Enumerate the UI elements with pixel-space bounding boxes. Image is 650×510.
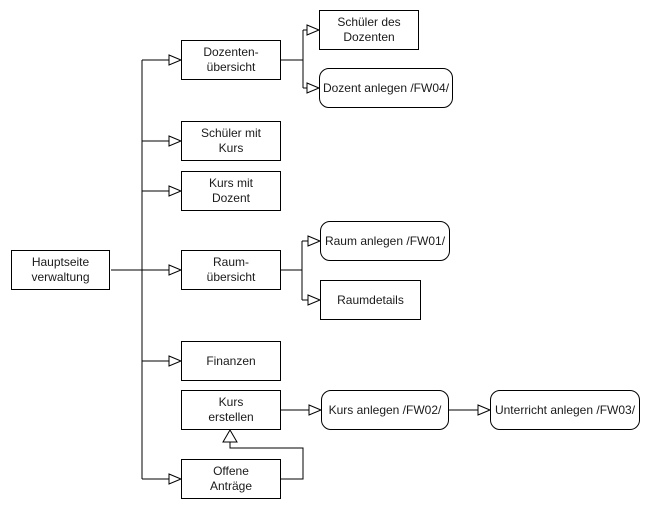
edge-dozenten-fanout: [281, 29, 307, 89]
arrowhead-kurs-mit-dozent: [168, 185, 183, 197]
edge-offene-kurs-erstellen: [229, 442, 304, 480]
node-hauptseite-verwaltung: Hauptseite verwaltung: [11, 250, 110, 290]
arrowhead-schueler-des-dozenten: [306, 24, 321, 36]
arrowhead-raum-anlegen: [307, 235, 322, 247]
node-schueler-des-dozenten: Schüler des Dozenten: [319, 10, 419, 50]
node-raum-anlegen-fw01: Raum anlegen /FW01/: [320, 221, 450, 261]
node-unterricht-anlegen-fw03: Unterricht anlegen /FW03/: [490, 390, 640, 430]
arrowhead-finanzen: [168, 355, 183, 367]
node-offene-antraege: Offene Anträge: [181, 459, 281, 499]
arrowhead-unterricht-anlegen: [477, 404, 492, 416]
node-raum-uebersicht: Raum- übersicht: [181, 250, 281, 290]
arrowhead-schueler-mit-kurs: [168, 135, 183, 147]
arrowhead-offene: [168, 473, 183, 485]
node-raumdetails: Raumdetails: [320, 280, 421, 320]
node-dozenten-uebersicht: Dozenten- übersicht: [181, 40, 281, 80]
arrowhead-raumdetails: [307, 294, 322, 306]
edge-raum-fanout: [281, 240, 308, 301]
node-kurs-erstellen: Kurs erstellen: [181, 390, 281, 430]
arrowhead-dozenten: [168, 54, 183, 66]
arrowhead-up-kurs-erstellen: [222, 429, 238, 443]
arrowhead-dozent-anlegen: [306, 82, 321, 94]
node-kurs-anlegen-fw02: Kurs anlegen /FW02/: [321, 390, 449, 430]
arrowhead-kurs-anlegen: [308, 404, 323, 416]
node-kurs-mit-dozent: Kurs mit Dozent: [181, 171, 281, 211]
arrowhead-raum: [168, 264, 183, 276]
node-finanzen: Finanzen: [181, 341, 281, 381]
node-schueler-mit-kurs: Schüler mit Kurs: [181, 121, 281, 161]
node-dozent-anlegen-fw04: Dozent anlegen /FW04/: [319, 68, 453, 108]
